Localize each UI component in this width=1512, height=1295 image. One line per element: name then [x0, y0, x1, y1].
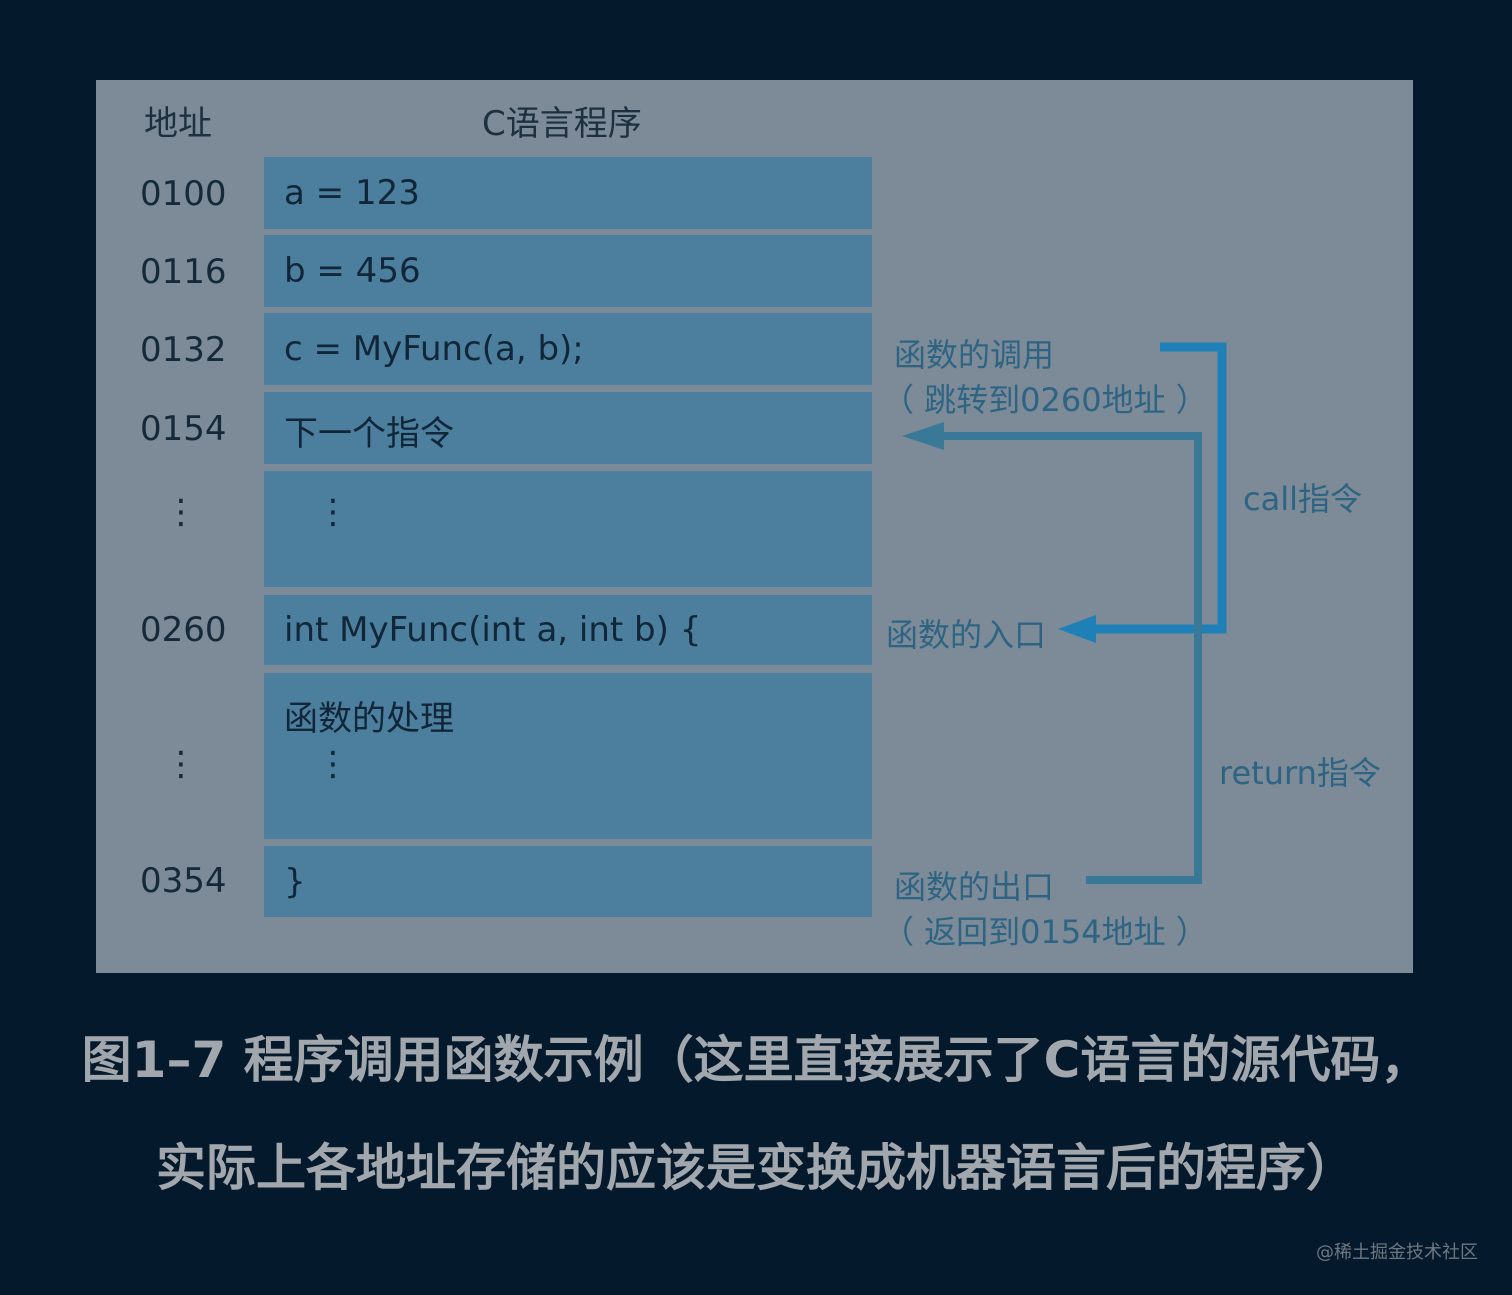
code-block: 函数的处理 ⋮: [264, 673, 872, 839]
watermark: @稀土掘金技术社区: [1316, 1242, 1478, 1263]
code-block: 下一个指令: [264, 392, 872, 464]
code-text: int MyFunc(int a, int b) {: [284, 610, 702, 650]
address-column-header: 地址: [144, 104, 212, 144]
address-label: 0354: [140, 861, 227, 901]
return-arrowhead: [902, 422, 944, 450]
code-block: ⋮: [264, 471, 872, 587]
call-arrow-line: [1090, 342, 1227, 634]
address-label: 0132: [140, 330, 227, 370]
exit-annotation: 函数的出口: [894, 868, 1055, 906]
code-block: c = MyFunc(a, b);: [264, 313, 872, 385]
address-label: 0100: [140, 174, 227, 214]
code-text: c = MyFunc(a, b);: [284, 329, 584, 369]
exit-annotation-detail: （ 返回到0154地址 ）: [882, 913, 1208, 951]
code-text: a = 123: [284, 173, 420, 213]
return-instruction-label: return指令: [1219, 754, 1381, 792]
code-block: }: [264, 846, 872, 917]
address-label: 0260: [140, 610, 227, 650]
code-block: int MyFunc(int a, int b) {: [264, 595, 872, 665]
call-arrowhead: [1058, 615, 1096, 643]
call-instruction-label: call指令: [1243, 480, 1362, 518]
return-arrow-line: [940, 432, 1202, 884]
figure-caption-line1: 图1–7 程序调用函数示例（这里直接展示了C语言的源代码，: [81, 1031, 1431, 1089]
address-ellipsis: ⋮: [164, 492, 198, 532]
entry-annotation: 函数的入口: [886, 616, 1047, 654]
code-block: a = 123: [264, 157, 872, 229]
address-ellipsis: ⋮: [164, 744, 198, 784]
code-text: 下一个指令: [284, 414, 454, 454]
address-label: 0116: [140, 252, 227, 292]
program-column-header: C语言程序: [482, 104, 642, 144]
code-ellipsis: ⋮: [316, 492, 350, 532]
code-text: }: [284, 862, 306, 902]
figure-caption-line2: 实际上各地址存储的应该是变换成机器语言后的程序）: [156, 1139, 1356, 1197]
code-block: b = 456: [264, 235, 872, 307]
code-text: b = 456: [284, 251, 421, 291]
call-annotation: 函数的调用: [894, 336, 1055, 374]
address-label: 0154: [140, 409, 227, 449]
code-text: 函数的处理: [284, 699, 454, 739]
call-annotation-detail: （ 跳转到0260地址 ）: [882, 381, 1208, 419]
code-ellipsis: ⋮: [316, 744, 350, 784]
